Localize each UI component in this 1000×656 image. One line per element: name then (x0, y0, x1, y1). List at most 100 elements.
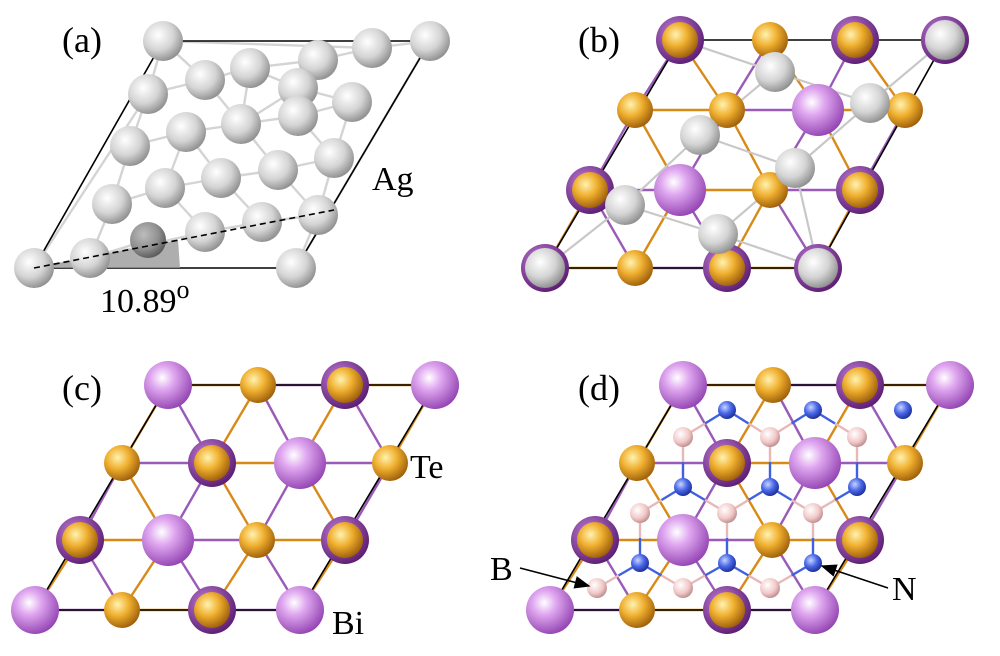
te-atom (662, 22, 698, 58)
ag-ag-bond (32, 93, 150, 269)
bi-atom (526, 586, 574, 634)
boron-atom (717, 503, 737, 523)
te-atom (240, 367, 276, 403)
te-atom (194, 592, 230, 628)
panel-d-label: (d) (578, 368, 620, 408)
te-label: Te (410, 449, 444, 486)
te-atom (194, 445, 230, 481)
bi-atom (654, 164, 706, 216)
ag-atom (298, 40, 338, 80)
nitrogen-atom (894, 401, 912, 419)
te-atom (577, 522, 613, 558)
nitrogen-atom (848, 478, 866, 496)
ag-atom (352, 28, 392, 68)
boron-atom (803, 503, 823, 523)
bi-atom (789, 437, 841, 489)
te-atom (709, 592, 745, 628)
bi-atom (142, 514, 194, 566)
nitrogen-atom (631, 554, 649, 572)
bi-atom (144, 361, 192, 409)
te-atom (709, 250, 745, 286)
nitrogen-atom (761, 478, 779, 496)
bi-atom (791, 586, 839, 634)
rotation-dashed-line (33, 209, 335, 269)
boron-atom (847, 427, 867, 447)
ag-atom (221, 104, 261, 144)
ag-atom (276, 248, 316, 288)
nitrogen-atom (804, 554, 822, 572)
te-atom (617, 250, 653, 286)
te-atom (104, 445, 140, 481)
ag-atom (110, 126, 150, 166)
te-atom (239, 522, 275, 558)
panel-a (14, 21, 450, 288)
ag-atom (850, 83, 890, 123)
ag-atom (525, 248, 565, 288)
bi-atom (926, 361, 974, 409)
ag-atom (278, 68, 318, 108)
angle-number: 10.89 (100, 283, 177, 320)
ag-atom (798, 248, 838, 288)
ag-atom (185, 212, 225, 252)
ag-atom (166, 112, 206, 152)
ag-atom (242, 202, 282, 242)
ag-atom (201, 158, 241, 198)
te-atom (752, 22, 788, 58)
te-atom (617, 92, 653, 128)
ag-atom (143, 21, 183, 61)
bi-te-bond-group (33, 383, 437, 612)
boron-arrow (519, 567, 591, 589)
ag-atom (332, 82, 372, 122)
te-atom (327, 367, 363, 403)
te-atom (842, 522, 878, 558)
te-atom (842, 367, 878, 403)
ag-atom (775, 148, 815, 188)
nitrogen-atom (718, 401, 736, 419)
te-atom (752, 172, 788, 208)
bi-atom (411, 361, 459, 409)
panel-d (519, 361, 974, 634)
bi-atom (11, 586, 59, 634)
ag-atom (145, 168, 185, 208)
ag-atom (128, 74, 168, 114)
boron-atom (673, 427, 693, 447)
te-atom (837, 22, 873, 58)
ag-atom (925, 20, 965, 60)
te-atom (62, 522, 98, 558)
ag-atom (70, 238, 110, 278)
te-atom (887, 92, 923, 128)
bi-atom (792, 84, 844, 136)
ag-atom (278, 96, 318, 136)
nitrogen-atom (674, 478, 692, 496)
ag-atom (298, 195, 338, 235)
bi-atom (657, 514, 709, 566)
nitrogen-atom (718, 554, 736, 572)
ag-atom (314, 138, 354, 178)
ag-atom (755, 52, 795, 92)
bi-label: Bi (332, 605, 364, 642)
boron-label: B (490, 551, 513, 588)
te-atom (619, 592, 655, 628)
ag-atom (185, 60, 225, 100)
ag-atom (258, 150, 298, 190)
te-atom (619, 445, 655, 481)
te-atom (709, 92, 745, 128)
nitrogen-atom (804, 401, 822, 419)
bi-atom (276, 586, 324, 634)
angle-unit: o (177, 275, 190, 304)
te-atom (754, 522, 790, 558)
nitrogen-label: N (892, 571, 917, 608)
boron-atom (587, 578, 607, 598)
te-atom (104, 592, 140, 628)
panel-b-label: (b) (578, 20, 620, 60)
ag-atom (605, 185, 645, 225)
ag-atom-shaded (130, 222, 166, 258)
ag-atom (410, 21, 450, 61)
ag-atom (698, 214, 738, 254)
ag-atom (92, 184, 132, 224)
boron-atom (673, 578, 693, 598)
bi-atom (659, 361, 707, 409)
te-atom (887, 445, 923, 481)
ag-atom (680, 115, 720, 155)
